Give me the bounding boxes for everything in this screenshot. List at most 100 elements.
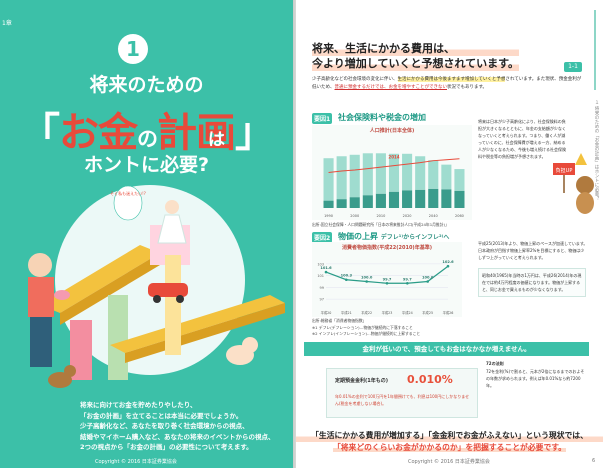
left-body-line: 将来に向けてお金を貯めたりやしたり、 <box>80 401 197 409</box>
rate-value: 0.010% <box>407 373 453 386</box>
close-bracket: 」 <box>235 110 275 156</box>
topic1-badge: 要因1 <box>312 113 333 124</box>
intro-text: 少子高齢化などの社会環境の変化に伴い、生活にかかる費用は今後ますます増加していく… <box>312 76 584 92</box>
rate-side-title: 72の法則 <box>486 361 504 366</box>
rate-text: 年0.01%の金利で100万円を1年間預けても、利息は100円にしかなりません(… <box>335 394 470 406</box>
topic2-title: 物価の上昇 <box>338 232 378 241</box>
topic1-title: 社会保険料や税金の増加 <box>338 113 426 122</box>
section-tag: 1-1 <box>564 62 582 72</box>
interest-banner: 金利が低いので、預金してもお金はなかなか増えません。 <box>304 342 589 356</box>
y-tick-label: 103 <box>317 262 324 266</box>
x-tick-label: 2020 <box>403 214 412 218</box>
stairs-illustration: そく私も迷えたい!? <box>28 185 285 388</box>
chart-bar <box>388 191 400 208</box>
x-tick-label: 平成22 <box>361 310 372 315</box>
data-label: 99.7 <box>403 277 412 281</box>
data-label: 101.6 <box>320 266 332 270</box>
data-label: 100.3 <box>341 274 353 278</box>
topic2-info-box: 昭和40(1965)年当時の1万円は、平成26(2014)年の現在では約4万円程… <box>478 268 586 297</box>
right-title-line-1: 将来、生活にかかる費用は、 <box>312 41 520 56</box>
intro-plain: 状況でもあります。 <box>447 85 488 90</box>
topic2-source: 出所:総務省「消費者物価指数」 <box>312 318 367 323</box>
speech-bubble: そく私も迷えたい!? <box>110 185 146 221</box>
cpi-point <box>426 280 429 283</box>
cpi-point <box>406 281 409 285</box>
topic2-note-2: ※2 インフレ(インフレーション)…物価が継続的に上昇すること <box>312 331 421 336</box>
chart-bar <box>428 160 439 189</box>
rate-label: 定期預金金利(1年もの) <box>335 378 389 384</box>
intro-highlight: 生活にかかる費用は今後ますます増加していくと予想 <box>397 77 506 82</box>
left-body-line: 2つの視点から「お金の計画」の必要性について考えます。 <box>80 443 253 451</box>
cpi-point <box>324 270 328 274</box>
chart-bar <box>441 189 452 208</box>
chart-bar <box>441 164 452 190</box>
sidebar-accent <box>594 10 596 90</box>
car-figure <box>148 283 188 303</box>
topic1-source: 出所:国立社会保障・人口問題研究所「日本の将来推計人口(平成24年1月推計)」 <box>312 222 449 227</box>
chart-line <box>328 158 460 174</box>
bride-figure <box>157 200 187 244</box>
right-page: １ 将来のための「お金の計画」はホントに必要？ 将来、生活にかかる費用は、 今よ… <box>296 0 603 468</box>
chart-bar <box>362 195 373 208</box>
y-tick-label: 97 <box>320 298 324 302</box>
baby-figure <box>226 337 258 365</box>
title-main: 「お金の計画」 <box>20 100 275 158</box>
x-tick-label: 平成24 <box>402 310 413 315</box>
chart-bar <box>336 156 347 200</box>
x-tick-label: 2010 <box>376 214 385 218</box>
x-tick-label: 平成25 <box>422 310 433 315</box>
intro-plain: 少子高齢化などの社会環境の変化に伴い、 <box>312 77 398 82</box>
topic2-body: 平成25(2013)年より、物価上昇のペースが加速しています。日本政府が目指す物… <box>478 241 588 260</box>
chart-bar <box>362 153 373 196</box>
left-body-line: 結婚やマイホーム購入など、あなたの将来のイベントからの視点、 <box>80 432 275 441</box>
chart-bar <box>323 158 334 201</box>
chapter-tag: 1章 <box>2 20 12 27</box>
conclusion-line-1: 「生活にかかる費用が増加する」「金金利でお金がふえない」という現状では、 <box>296 430 603 442</box>
data-label: 100.0 <box>361 276 373 280</box>
cpi-point <box>446 264 450 268</box>
x-tick-label: 平成23 <box>382 310 393 315</box>
title-okane: お金 <box>59 110 138 156</box>
data-label: 102.6 <box>442 260 454 264</box>
sign-text: 負担UP <box>556 167 573 174</box>
y-tick-label: 99 <box>320 286 324 290</box>
left-copyright: Copyright © 2016 日本証券業協会 <box>95 459 177 465</box>
chart-bar <box>349 154 360 198</box>
chart-bar <box>402 153 413 191</box>
y-tick-label: 101 <box>317 274 324 278</box>
topic1-chart-caption: 人口推計(日本全体) <box>369 128 415 134</box>
x-tick-label: 2000 <box>350 214 359 218</box>
title-keikaku: 計画 <box>157 110 236 156</box>
page-number: 6 <box>592 458 596 464</box>
intro-underline: 普通に預金するだけでは、お金を増やすことができない <box>334 85 448 90</box>
topic2-badge: 要因2 <box>312 232 333 243</box>
chart-bar <box>402 190 413 208</box>
x-tick-label: 1990 <box>324 214 333 218</box>
topic2-note-1: ※1 デフレ(デフレーション)…物価が継続的に下落すること <box>312 325 413 330</box>
chart-bar <box>375 193 386 208</box>
open-bracket: 「 <box>20 110 60 156</box>
chart-bar <box>336 199 347 208</box>
chart-bar <box>454 169 465 191</box>
title-no: の <box>137 127 158 151</box>
topic2-title-wrap: 物価の上昇 デフレ¹⁾からインフレ²⁾へ <box>338 231 449 242</box>
dog-figure <box>48 365 76 388</box>
x-tick-label: 平成21 <box>341 310 352 315</box>
topic2-chart-caption: 消費者物価指数(平成22(2010)年基準) <box>341 245 433 251</box>
chart-bar <box>428 188 439 208</box>
x-tick-label: 平成20 <box>321 310 332 315</box>
side-vertical-text: １ 将来のための「お金の計画」はホントに必要？ <box>594 100 599 201</box>
right-title: 将来、生活にかかる費用は、 今より増加していくと予想されています。 <box>312 41 520 71</box>
cpi-point <box>345 278 348 282</box>
right-copyright: Copyright © 2016 日本証券業協会 <box>408 459 490 465</box>
left-body-line: 「お金の計画」を立てることは本当に必要でしょうか。 <box>80 411 243 420</box>
man-figure <box>28 253 70 367</box>
x-tick-label: 2060 <box>455 214 464 218</box>
left-body-line: 少子高齢化など、あなたを取り巻く社会環境からの視点、 <box>80 422 249 430</box>
left-page: 1章 1 将来のための 「お金の計画」 は ホントに必要? <box>0 0 293 468</box>
chapter-number: 1 <box>118 34 148 64</box>
chart-bar <box>349 197 360 208</box>
